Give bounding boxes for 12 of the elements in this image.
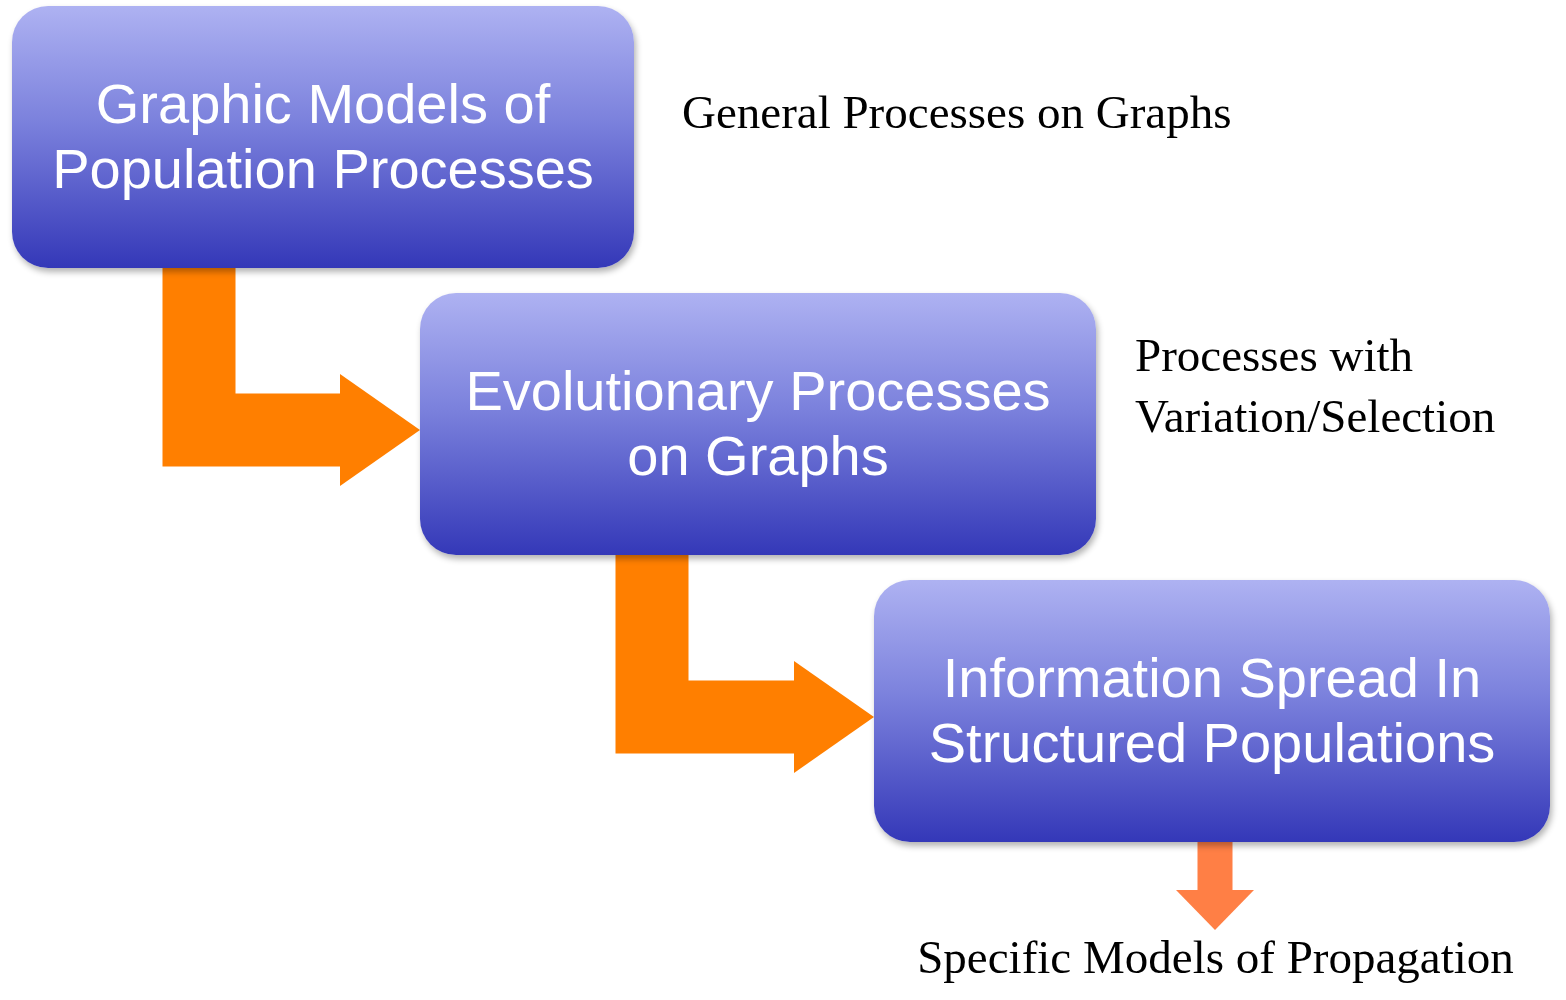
- arrow: [162, 268, 420, 486]
- arrow: [615, 555, 874, 773]
- box-title: Evolutionary Processes on Graphs: [464, 359, 1052, 489]
- process-box: [874, 580, 1550, 842]
- arrow: [1176, 842, 1254, 930]
- process-box: [12, 6, 634, 268]
- box-title: Graphic Models of Population Processes: [51, 72, 595, 202]
- process-box: [420, 293, 1096, 555]
- box-title: Information Spread In Structured Populations: [927, 646, 1497, 776]
- side-note: General Processes on Graphs: [682, 85, 1233, 140]
- caption-text: Specific Models of Propagation: [917, 930, 1514, 984]
- side-note: Processes with Variation/Selection: [1135, 328, 1497, 445]
